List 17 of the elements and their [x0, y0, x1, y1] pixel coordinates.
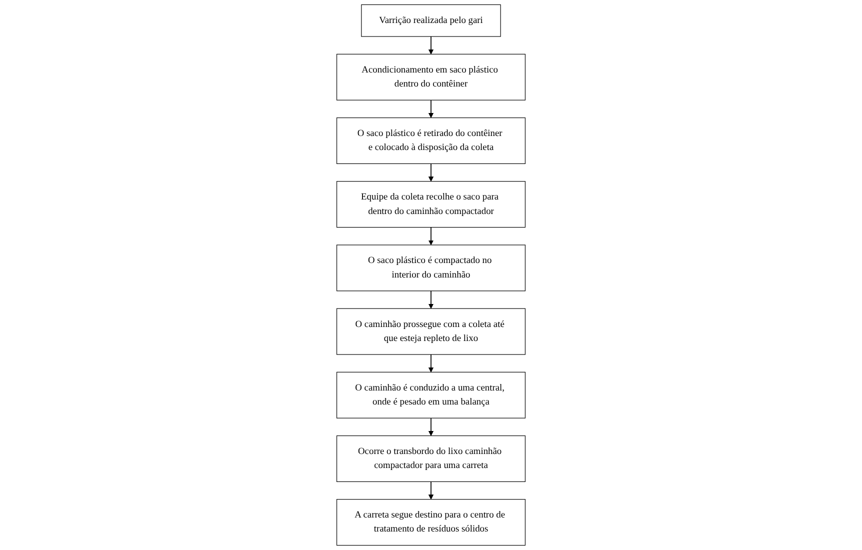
arrow	[428, 481, 434, 500]
arrow	[428, 354, 434, 372]
node-box: O caminhão prossegue com a coleta até que esteja repleto de lixo	[336, 308, 526, 355]
arrow	[428, 290, 434, 309]
node-box: Equipe da coleta recolhe o saco para dentro do caminhão compactador	[336, 181, 526, 228]
arrow	[428, 226, 434, 246]
node-box: A carreta segue destino para o centro de tratamento de resíduos sólidos	[336, 499, 526, 546]
arrow	[428, 163, 434, 182]
node-box: Varrição realizada pelo gari	[361, 4, 501, 37]
arrow	[428, 418, 434, 436]
node-box: O saco plástico é compactado no interior do caminhão	[336, 244, 526, 292]
node-box: O saco plástico é retirado do contêiner e colocado à disposição da coleta	[336, 117, 526, 164]
arrow	[428, 100, 434, 118]
node-box: Ocorre o transbordo do lixo caminhão compactador para uma carreta	[336, 435, 526, 482]
arrow	[428, 36, 434, 54]
node-box: Acondicionamento em saco plástico dentro do contêiner	[336, 54, 526, 100]
node-box: O caminhão é conduzido a uma central, onde é pesado em uma balança	[336, 372, 526, 418]
